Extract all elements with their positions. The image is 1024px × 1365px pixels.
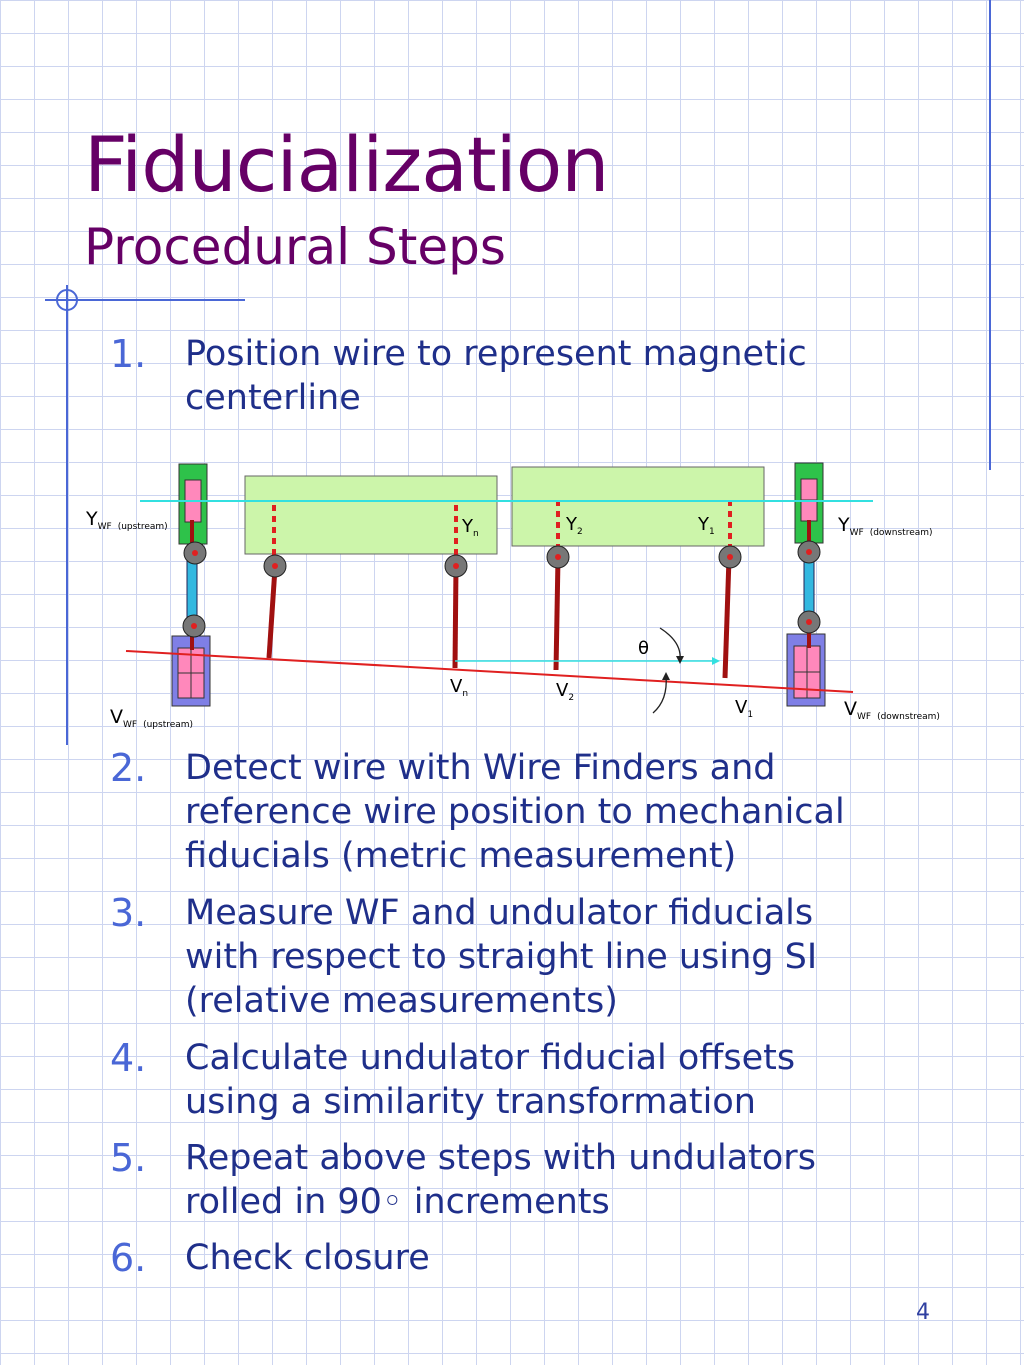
sphere-target: [182, 614, 206, 638]
label-y2: Y2: [565, 514, 583, 537]
step-text: Position wire to represent magnetic cent…: [185, 334, 807, 418]
label-vn: Vn: [450, 676, 468, 699]
label-v-wf-downstream: VWF(downstream): [844, 698, 940, 722]
step-number: 2.: [110, 746, 147, 790]
wf-upstream-cyan-arm: [186, 559, 198, 623]
sphere-target: [183, 541, 207, 565]
stand-3: [553, 557, 561, 671]
step-text: Measure WF and undulator fiducials with …: [185, 893, 818, 1021]
step-number: 6.: [110, 1236, 147, 1280]
sphere-target: [546, 545, 570, 569]
stand-4: [722, 557, 732, 679]
underline-circle: [56, 289, 78, 311]
label-v-wf-upstream: VWF(upstream): [110, 706, 193, 730]
label-v1: V1: [735, 697, 753, 720]
stand-1: [266, 567, 278, 659]
label-y1: Y1: [697, 514, 715, 537]
step-1: 1. Position wire to represent magnetic c…: [110, 332, 890, 420]
step-3: 3. Measure WF and undulator fiducials wi…: [110, 891, 890, 1023]
reference-line: [125, 650, 854, 693]
slide-title: Fiducialization: [84, 120, 609, 209]
undulator-downstream: [511, 466, 765, 547]
step-4: 4. Calculate undulator fiducial offsets …: [110, 1036, 890, 1124]
step-number: 1.: [110, 332, 147, 376]
page-number: 4: [916, 1300, 930, 1325]
slide-subtitle: Procedural Steps: [84, 218, 506, 276]
sphere-target: [444, 554, 468, 578]
step-number: 3.: [110, 891, 147, 935]
label-yn: Yn: [461, 516, 479, 539]
step-text: Repeat above steps with undulators rolle…: [185, 1138, 816, 1222]
step-6: 6. Check closure: [110, 1236, 890, 1280]
step-2: 2. Detect wire with Wire Finders and ref…: [110, 746, 890, 878]
undulator-upstream: [244, 475, 498, 555]
step-text: Check closure: [185, 1238, 430, 1278]
label-y-wf-downstream: YWF(downstream): [837, 514, 933, 538]
sphere-target: [263, 554, 287, 578]
stand-2: [452, 565, 459, 669]
step-number: 5.: [110, 1136, 147, 1180]
label-theta: θ: [638, 638, 649, 659]
step-number: 4.: [110, 1036, 147, 1080]
label-v2: V2: [556, 680, 574, 703]
step-text: Calculate undulator fiducial offsets usi…: [185, 1038, 796, 1122]
theta-arc-top: [659, 627, 681, 661]
step-5: 5. Repeat above steps with undulators ro…: [110, 1136, 890, 1224]
label-y-wf-upstream: YWF(upstream): [85, 508, 168, 532]
step-text: Detect wire with Wire Finders and refere…: [185, 748, 845, 876]
sphere-target: [797, 610, 821, 634]
sphere-target: [797, 540, 821, 564]
sphere-target: [718, 545, 742, 569]
